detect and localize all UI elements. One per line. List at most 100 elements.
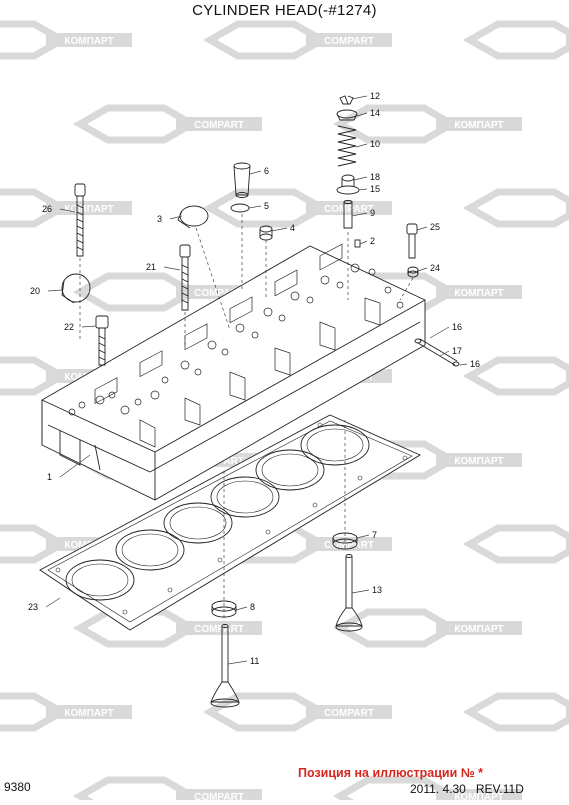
leader-line — [163, 266, 181, 271]
leader-line — [351, 589, 370, 594]
callout-label: 7 — [372, 530, 377, 540]
watermark-tile: КОМПАРТ — [0, 188, 132, 228]
watermark-text: КОМПАРТ — [454, 624, 503, 635]
watermark-tile: КОМПАРТ — [0, 692, 132, 732]
revision-date: 2011. 4.30 — [410, 782, 466, 796]
illustration-note: Позиция на иллюстрации № * — [298, 766, 483, 780]
leader-line — [59, 454, 91, 478]
leader-line — [249, 170, 262, 175]
leader-line — [45, 597, 61, 608]
callout-label: 8 — [250, 602, 255, 612]
cylinder-head-block — [41, 243, 426, 501]
watermark-bar — [436, 285, 522, 299]
o-ring-5 — [230, 203, 250, 213]
valve-guide-9 — [343, 200, 353, 229]
watermark-text: КОМПАРТ — [454, 456, 503, 467]
watermark-bar — [566, 369, 569, 383]
bolt-22 — [95, 315, 109, 366]
spring-retainer-14 — [336, 109, 358, 121]
watermark-logo-shape — [202, 692, 330, 732]
watermark-logo-shape — [462, 524, 569, 564]
callout-label: 26 — [42, 204, 52, 214]
leader-line — [356, 112, 368, 117]
page-number: 9380 — [4, 780, 31, 794]
watermark-bar — [566, 201, 569, 215]
watermark-text: КОМПАРТ — [64, 204, 113, 215]
valve-13 — [335, 554, 363, 632]
leader-line — [359, 240, 368, 245]
watermark-logo-shape — [72, 272, 200, 312]
watermark-text: COMPART — [324, 204, 374, 215]
watermark-text: COMPART — [194, 792, 244, 800]
callout-label: 2 — [370, 236, 375, 246]
leader-line — [351, 95, 368, 100]
watermark-text: КОМПАРТ — [454, 288, 503, 299]
callout-label: 17 — [452, 346, 462, 356]
watermark-logo-shape — [462, 188, 569, 228]
callout-label: 21 — [146, 262, 156, 272]
watermark-text: COMPART — [324, 36, 374, 47]
watermark-bar — [566, 705, 569, 719]
leader-line — [417, 267, 428, 272]
valve-seal-18 — [341, 174, 355, 186]
watermark-tile: COMPART — [202, 692, 392, 732]
watermark-tile: COMPART — [202, 20, 392, 60]
stud-17 — [414, 338, 460, 367]
watermark-logo-shape — [72, 104, 200, 144]
leader-line — [416, 226, 428, 231]
watermark-text: КОМПАРТ — [454, 792, 503, 800]
leader-line — [271, 227, 288, 232]
callout-label: 24 — [430, 263, 440, 273]
bolt-21 — [179, 244, 191, 311]
watermark-bar — [176, 117, 262, 131]
watermark-logo-shape — [72, 776, 200, 805]
callout-label: 16 — [470, 359, 480, 369]
watermark-logo-shape — [462, 20, 569, 60]
callout-label: 6 — [264, 166, 269, 176]
spring-seat-15 — [336, 185, 360, 195]
watermark-tile: КОМПАРТ — [462, 524, 569, 564]
watermark-tile: COMPART — [202, 188, 392, 228]
leader-line — [169, 215, 183, 220]
watermark-bar — [436, 453, 522, 467]
callout-label: 18 — [370, 172, 380, 182]
watermark-logo-shape — [462, 692, 569, 732]
callout-label: 25 — [430, 222, 440, 232]
leader-line — [429, 326, 450, 339]
page-title: CYLINDER HEAD(-#1274) — [192, 2, 377, 19]
callout-label: 20 — [30, 286, 40, 296]
watermark-bar — [566, 33, 569, 47]
callout-label: 11 — [250, 656, 259, 666]
bolt-25 — [406, 223, 418, 259]
watermark-bar — [176, 621, 262, 635]
parts-layer — [39, 95, 460, 708]
leader-lines — [45, 95, 468, 665]
watermark-text: COMPART — [324, 708, 374, 719]
watermark-bar — [436, 621, 522, 635]
bolt-26 — [74, 183, 86, 257]
watermark-tile: COMPART — [72, 608, 262, 648]
watermark-tile: КОМПАРТ — [332, 608, 522, 648]
watermark-tile: COMPART — [72, 776, 262, 805]
watermark-text: COMPART — [194, 288, 244, 299]
watermark-text: КОМПАРТ — [454, 120, 503, 131]
callout-label: 23 — [28, 602, 38, 612]
leader-line — [59, 208, 76, 213]
plug-20 — [61, 273, 91, 304]
leader-line — [356, 534, 370, 539]
watermark-tile: КОМПАРТ — [332, 104, 522, 144]
watermark-tile: КОМПАРТ — [0, 20, 132, 60]
watermark-text: COMPART — [324, 540, 374, 551]
leader-line — [358, 188, 368, 191]
callout-label: 9 — [370, 208, 375, 218]
head-gasket — [39, 414, 421, 631]
leader-line — [355, 143, 368, 148]
callout-label: 15 — [370, 184, 380, 194]
watermark-tile: КОМПАРТ — [462, 356, 569, 396]
leader-line — [81, 325, 97, 328]
leader-line — [351, 212, 368, 217]
watermark-tile: КОМПАРТ — [462, 692, 569, 732]
